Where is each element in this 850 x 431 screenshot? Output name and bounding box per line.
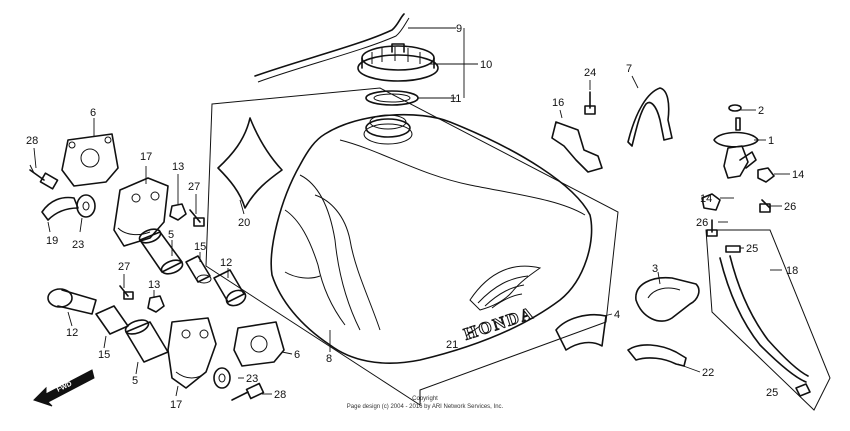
callout-13-lower: 13: [148, 279, 160, 291]
callout-22: 22: [702, 367, 714, 379]
callout-25-lower: 25: [766, 387, 778, 399]
callout-7: 7: [626, 63, 632, 75]
stay-16: [551, 121, 603, 173]
nut-14-left: [701, 193, 721, 211]
callout-16: 16: [552, 97, 564, 109]
breather-tube: [254, 13, 405, 77]
copyright-line-1: Copyright: [412, 396, 438, 402]
sleeve-right: [213, 269, 247, 307]
rubber-mount-upper: [138, 228, 184, 275]
rubber-mount-lower: [124, 319, 169, 363]
bolt-upper: [29, 164, 59, 190]
fuel-hose: [719, 255, 809, 383]
collar-lower: [95, 305, 129, 335]
heat-guard: [555, 314, 607, 351]
callout-17-lower: 17: [170, 399, 182, 411]
fuel-cap: [357, 43, 439, 82]
honda-wing-logo: HONDA: [461, 265, 542, 344]
callout-1: 1: [768, 135, 774, 147]
mount-stay-lower: [167, 317, 217, 389]
callout-28-upper: 28: [26, 135, 38, 147]
callout-24: 24: [584, 67, 596, 79]
callout-21: 21: [446, 339, 458, 351]
callout-3: 3: [652, 263, 658, 275]
heat-shield: [217, 117, 283, 209]
mount-bracket-lower: [233, 321, 285, 367]
tank-band: [627, 87, 673, 147]
callout-26-right: 26: [784, 201, 796, 213]
callout-15-upper: 15: [194, 241, 206, 253]
callout-27-upper: 27: [188, 181, 200, 193]
callout-23-upper: 23: [72, 239, 84, 251]
bolt-lower: [231, 382, 265, 401]
callout-20: 20: [238, 217, 250, 229]
callout-14-right: 14: [792, 169, 804, 181]
callout-9: 9: [456, 23, 462, 35]
honda-brand-text: HONDA: [461, 303, 537, 344]
callout-5-upper: 5: [168, 229, 174, 241]
nut-upper: [169, 203, 187, 221]
callout-12-left: 12: [66, 327, 78, 339]
callout-28-lower: 28: [274, 389, 286, 401]
mount-bracket-upper: [61, 133, 119, 187]
sleeve-left: [47, 288, 97, 315]
leader-lines: [33, 27, 790, 397]
nut-lower: [147, 295, 165, 313]
forward-direction-arrow: FWD: [33, 369, 95, 407]
clip: [41, 196, 79, 221]
callout-18: 18: [786, 265, 798, 277]
callout-25-upper: 25: [746, 243, 758, 255]
bolt-24: [584, 91, 596, 115]
hose-clip-upper: [725, 245, 741, 253]
callout-26-left: 26: [696, 217, 708, 229]
washer-upper: [76, 194, 96, 218]
hose-band: [627, 344, 687, 367]
fuel-tank: [270, 113, 593, 364]
callout-labels: 1 2 3 4 5 5 6 6 7 8 9 10 11 12 12 13 13 …: [26, 23, 804, 411]
callout-2: 2: [758, 105, 764, 117]
callout-27-lower: 27: [118, 261, 130, 273]
hose-clip-lower: [795, 383, 811, 397]
callout-10: 10: [480, 59, 492, 71]
callout-11: 11: [450, 93, 461, 105]
callout-17-upper: 17: [140, 151, 152, 163]
callout-15-lower: 15: [98, 349, 110, 361]
o-ring: [728, 104, 742, 112]
callout-23-lower: 23: [246, 373, 258, 385]
copyright-line-2: Page design (c) 2004 - 2016 by ARI Netwo…: [347, 404, 504, 410]
callout-4: 4: [614, 309, 620, 321]
bolt-27-upper: [189, 209, 205, 227]
nut-14-right: [757, 167, 775, 183]
callout-8: 8: [326, 353, 332, 365]
callout-6-upper: 6: [90, 107, 96, 119]
valve-boot: [635, 276, 700, 322]
callout-6-lower: 6: [294, 349, 300, 361]
screw-26-left: [706, 219, 718, 237]
callout-19: 19: [46, 235, 58, 247]
fuel-valve: [713, 117, 759, 179]
collar-upper: [185, 255, 212, 284]
callout-14-left: 14: [700, 193, 712, 205]
bolt-27-lower: [119, 285, 134, 300]
washer-lower: [213, 367, 231, 389]
callout-13-upper: 13: [172, 161, 184, 173]
hose-callout-bracket: [705, 229, 831, 411]
screw-26-right: [759, 199, 771, 213]
callout-12-right: 12: [220, 257, 232, 269]
callout-5-lower: 5: [132, 375, 138, 387]
